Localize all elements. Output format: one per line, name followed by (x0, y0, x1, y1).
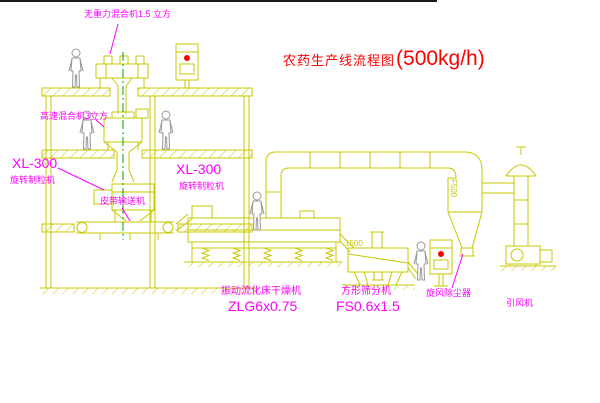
drawing-title-text: 农药生产线流程图 (283, 53, 396, 68)
drawing-title-capacity: (500kg/h) (396, 47, 485, 70)
label-leader-lines (57, 23, 464, 289)
control-panel-2 (429, 239, 453, 287)
belt-conveyor (76, 213, 193, 240)
indicator-dot (184, 55, 190, 61)
indicator-dot (438, 251, 444, 257)
high-speed-mixer (103, 108, 149, 183)
rotary-granulator (93, 183, 155, 222)
label-high-speed-mixer: 高速混合机3立方 (40, 111, 109, 121)
square-sieve (342, 231, 419, 290)
label-granulator-right-model: XL-300 (176, 161, 222, 177)
label-fluid-bed-dryer: 振动流化床干燥机 (221, 286, 301, 297)
label-square-sieve-model: FS0.6x1.5 (336, 298, 400, 314)
label-induced-draft-fan: 引风机 (506, 298, 534, 308)
label-granulator-right-name: 旋转制粒机 (179, 181, 225, 191)
drawing-title: 农药生产线流程图 (500kg/h) (283, 47, 485, 71)
exhaust-duct (265, 151, 483, 218)
cyclone-separator (447, 177, 514, 257)
worker-figure (158, 110, 174, 150)
label-gravity-mixer: 无重力混合机1.5 立方 (84, 9, 172, 19)
exhaust-stack (505, 146, 537, 246)
fluid-bed-dryer (184, 205, 355, 267)
label-cyclone-dust-collector: 旋风除尘器 (426, 288, 472, 298)
gravity-mixer (95, 55, 149, 114)
worker-figure (413, 241, 429, 281)
label-square-sieve: 方形筛分机 (341, 286, 391, 297)
label-granulator-left-model: XL-300 (12, 155, 58, 171)
label-belt-conveyor: 皮带输送机 (100, 196, 146, 206)
dimension-cyclone-diameter: F500 (449, 179, 458, 198)
dimension-sieve-length: 1500 (345, 239, 363, 248)
induced-fan (500, 245, 556, 271)
label-granulator-left-name: 旋转制粒机 (10, 175, 56, 185)
label-fluid-bed-dryer-model: ZLG6x0.75 (228, 298, 298, 314)
building-frame (40, 87, 258, 294)
control-panel-1 (175, 43, 199, 89)
worker-figure (68, 48, 84, 88)
